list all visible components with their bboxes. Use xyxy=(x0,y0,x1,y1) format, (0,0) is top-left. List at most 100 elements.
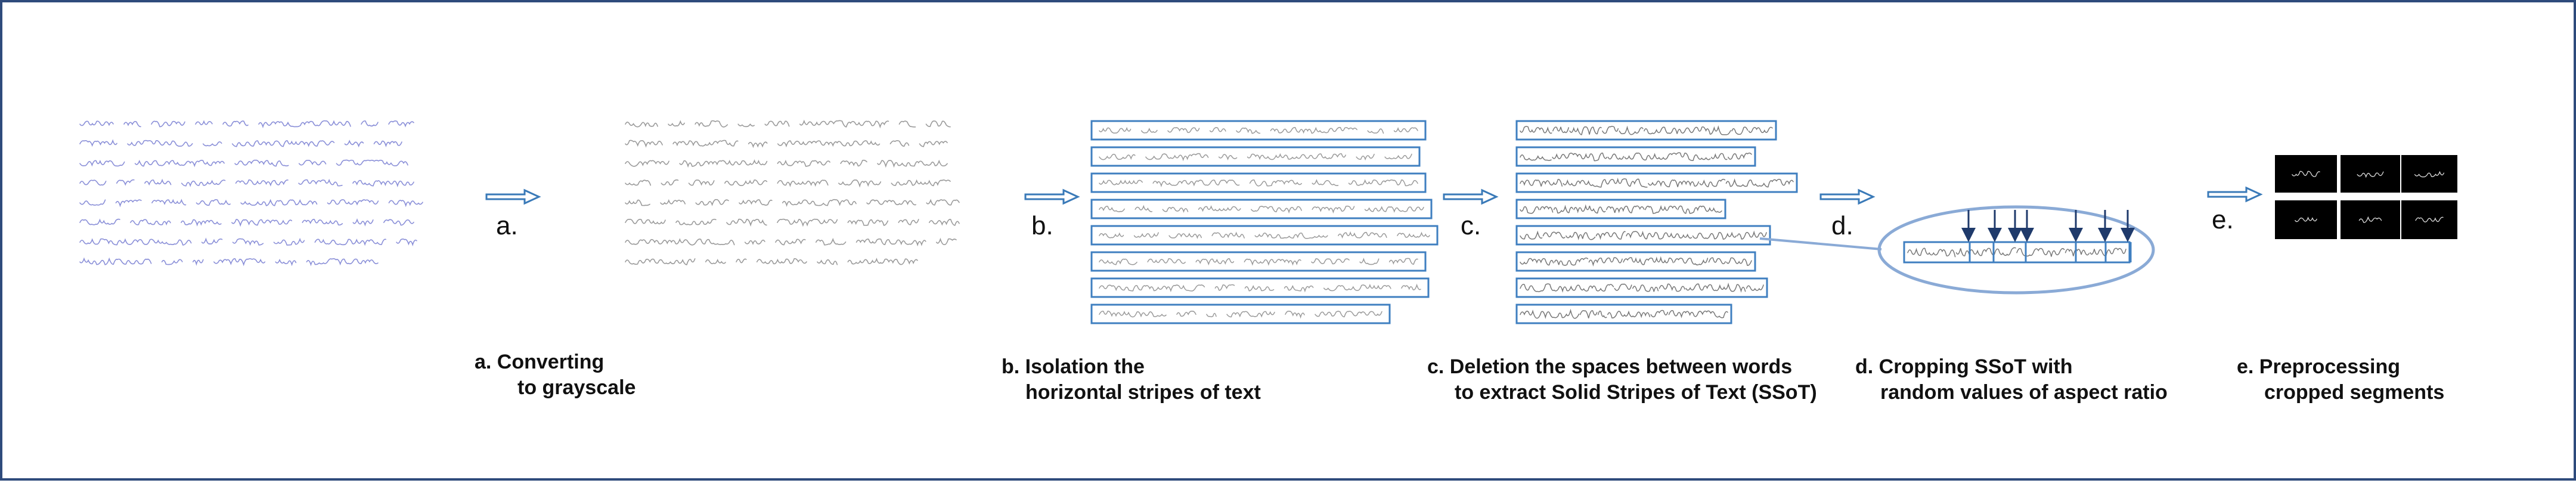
caption-a-line1: a. Converting xyxy=(475,351,605,373)
scribble-word xyxy=(1907,247,1956,258)
scribble-word xyxy=(181,179,226,187)
scribble-word xyxy=(1356,153,1375,161)
scribble-word xyxy=(344,140,364,148)
scribble-word xyxy=(1737,230,1767,240)
ssot-box xyxy=(1515,225,1771,246)
scribble-word xyxy=(625,160,669,167)
scribble-word xyxy=(79,257,152,265)
scribble-word xyxy=(1176,311,1196,317)
scribble-word xyxy=(1384,153,1412,160)
scribble-word xyxy=(1140,128,1158,134)
scribble-word xyxy=(79,199,106,206)
scribble-word xyxy=(695,199,729,206)
scribble-word xyxy=(1542,231,1566,239)
scribble-word xyxy=(1673,258,1709,266)
scribble-word xyxy=(202,141,222,147)
scribble-word xyxy=(1254,232,1328,239)
scribble-word xyxy=(232,238,264,246)
scribble-word xyxy=(79,179,107,186)
scribble-word xyxy=(777,159,830,167)
scribble-word xyxy=(1315,311,1382,318)
scribble-word xyxy=(1311,258,1350,265)
cropped-segment xyxy=(2401,200,2457,239)
scribble-word xyxy=(314,239,386,246)
caption-b-line1: b. Isolation the xyxy=(1002,355,1145,378)
scribble-word xyxy=(1619,125,1644,135)
scribble-word xyxy=(1214,284,1235,291)
scribble-word xyxy=(1367,128,1384,134)
scribble-word xyxy=(273,237,305,246)
scribble-word xyxy=(1388,258,1418,265)
scribble-word xyxy=(1133,232,1159,238)
caption-b: b. Isolation the horizontal stripes of t… xyxy=(1002,354,1261,405)
scribble-word xyxy=(213,258,266,267)
scribble-word xyxy=(891,179,951,187)
scribble-word xyxy=(1552,126,1569,134)
scribble-word xyxy=(1099,179,1143,185)
scribble-word xyxy=(2357,171,2384,178)
panel-cropping xyxy=(1759,205,2155,295)
scribble-word xyxy=(192,259,204,266)
scribble-word xyxy=(1401,283,1421,290)
scribble-word xyxy=(1607,310,1651,318)
scribble-word xyxy=(201,237,223,244)
scribble-word xyxy=(1218,154,1238,160)
scribble-word xyxy=(625,218,666,225)
scribble-word xyxy=(1566,231,1596,240)
scribble-word xyxy=(1748,126,1773,134)
scribble-word xyxy=(1645,205,1678,214)
crop-arrow-head xyxy=(2121,228,2135,242)
caption-c-line2: to extract Solid Stripes of Text (SSoT) xyxy=(1455,380,1817,404)
scribble-word xyxy=(1632,284,1659,292)
scribble-word xyxy=(1579,310,1598,318)
scribble-word xyxy=(116,179,135,186)
scribble-word xyxy=(2414,171,2445,178)
scribble-word xyxy=(1668,310,1728,318)
scribble-word xyxy=(1553,205,1573,213)
scribble-word xyxy=(661,179,679,185)
stripe-box xyxy=(1090,251,1427,272)
scribble-word xyxy=(1955,247,2016,256)
cropped-segment xyxy=(2401,155,2457,193)
step-d-marker: d. xyxy=(1831,211,1853,240)
scribble-word xyxy=(1595,231,1626,240)
scribble-word xyxy=(1699,178,1726,187)
scribble-word xyxy=(1198,205,1241,212)
scribble-word xyxy=(1552,152,1608,162)
scribble-word xyxy=(396,239,417,247)
scribble-word xyxy=(144,178,172,186)
scribble-word xyxy=(1520,206,1540,214)
scribble-word xyxy=(1605,205,1645,213)
scribble-word xyxy=(668,120,685,127)
scribble-word xyxy=(1539,206,1554,213)
scribble-word xyxy=(1708,257,1726,265)
step-arrow xyxy=(485,188,541,205)
step-c-marker: c. xyxy=(1461,211,1481,240)
caption-b-line2: horizontal stripes of text xyxy=(1025,380,1261,404)
scribble-word xyxy=(2295,216,2317,222)
scribble-word xyxy=(1588,257,1623,267)
scribble-word xyxy=(1569,126,1602,135)
scribble-word xyxy=(1348,179,1418,187)
scribble-word xyxy=(383,219,414,226)
scribble-word xyxy=(1323,283,1391,292)
scribble-word xyxy=(744,239,765,246)
scribble-word xyxy=(1167,127,1200,134)
scribble-word xyxy=(1244,284,1275,292)
scribble-word xyxy=(1711,153,1728,160)
scribble-word xyxy=(306,258,379,267)
scribble-word xyxy=(79,238,192,246)
scribble-word xyxy=(815,237,847,246)
scribble-word xyxy=(1284,284,1314,293)
scribble-word xyxy=(302,219,343,226)
scribble-word xyxy=(736,258,747,264)
scribble-word xyxy=(240,199,318,206)
scribble-word xyxy=(1249,179,1302,187)
caption-d-line2: random values of aspect ratio xyxy=(1880,380,2168,404)
scribble-word xyxy=(782,199,857,207)
scribble-word xyxy=(151,120,185,128)
scribble-word xyxy=(1152,179,1240,187)
scribble-word xyxy=(739,199,773,206)
